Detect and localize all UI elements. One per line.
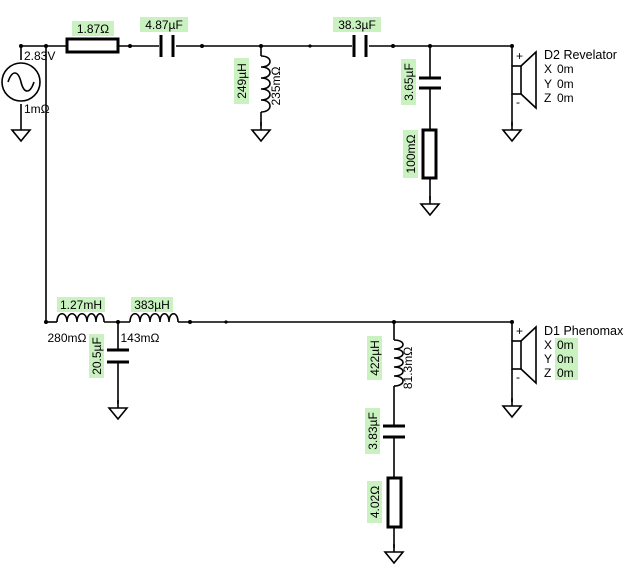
upper-series-cap-1-label: 4.87µF: [145, 18, 183, 32]
upper-shunt-inductor-dcr-label: 235mΩ: [269, 66, 283, 105]
upper-series-cap-2-label: 38.3µF: [338, 18, 376, 32]
upper-shunt-inductor[interactable]: 249µH 235mΩ: [234, 55, 283, 142]
notch-inductor-dcr-label: 81.3mΩ: [401, 347, 415, 389]
notch-resistor-label: 4.02Ω: [368, 486, 382, 518]
speaker-d2-y-value: 0m: [557, 77, 574, 91]
junction-dots: [19, 44, 514, 324]
upper-series-capacitor-1[interactable]: 4.87µF: [140, 17, 188, 57]
upper-series-resistor-label: 1.87Ω: [77, 22, 109, 36]
speaker-d2-z-value: 0m: [557, 91, 574, 105]
speaker-d1-plus: +: [516, 324, 523, 338]
notch-inductor[interactable]: 422µH 81.3mΩ: [367, 336, 415, 389]
speaker-d1-y-value: 0m: [557, 352, 574, 366]
speaker-d2-name: D2 Revelator: [544, 48, 617, 62]
notch-capacitor[interactable]: 3.83µF: [365, 408, 405, 454]
lower-shunt-capacitor[interactable]: 20.5µF: [89, 334, 129, 420]
notch-inductor-label: 422µH: [368, 340, 382, 376]
lower-shunt-cap-label: 20.5µF: [90, 337, 104, 375]
speaker-d2[interactable]: + - D2 Revelator X 0m Y 0m Z 0m: [502, 48, 617, 142]
speaker-d2-x-value: 0m: [557, 62, 574, 76]
upper-shunt-inductor-label: 249µH: [235, 63, 249, 99]
lower-series-inductor-1-label: 1.27mH: [60, 298, 102, 312]
upper-shunt-cap-label: 3.65µF: [402, 63, 416, 101]
speaker-d2-x-label: X: [544, 62, 552, 76]
lower-series-inductor-1[interactable]: 1.27mH 280mΩ: [48, 297, 106, 345]
speaker-d1-x-label: X: [544, 338, 552, 352]
notch-cap-label: 3.83µF: [366, 412, 380, 450]
lower-series-inductor-2-dcr-label: 143mΩ: [121, 331, 160, 345]
speaker-d1[interactable]: + - D1 Phenomax X 0m Y 0m Z 0m: [502, 324, 624, 418]
speaker-d2-plus: +: [516, 49, 523, 63]
speaker-d1-name: D1 Phenomax: [544, 324, 624, 338]
source-impedance-label: 1mΩ: [24, 102, 50, 116]
speaker-d1-z-value: 0m: [557, 366, 574, 380]
speaker-d2-z-label: Z: [544, 91, 551, 105]
lower-series-inductor-2[interactable]: 383µH 143mΩ: [121, 297, 179, 345]
upper-series-resistor[interactable]: 1.87Ω: [65, 21, 120, 54]
speaker-d1-z-label: Z: [544, 366, 551, 380]
upper-shunt-capacitor[interactable]: 3.65µF: [401, 59, 441, 105]
speaker-d1-y-label: Y: [544, 352, 552, 366]
upper-series-capacitor-2[interactable]: 38.3µF: [333, 17, 381, 57]
notch-resistor[interactable]: 4.02Ω: [367, 476, 404, 564]
voltage-source[interactable]: 2.83V 1mΩ: [1, 49, 55, 142]
lower-series-inductor-2-label: 383µH: [134, 298, 170, 312]
source-voltage-label: 2.83V: [24, 49, 55, 63]
speaker-d1-x-value: 0m: [557, 338, 574, 352]
upper-shunt-resistor-label: 100mΩ: [404, 134, 418, 173]
speaker-d2-y-label: Y: [544, 77, 552, 91]
speaker-d2-minus: -: [516, 95, 520, 109]
speaker-d1-minus: -: [516, 370, 520, 384]
upper-shunt-resistor[interactable]: 100mΩ: [403, 128, 440, 216]
lower-series-inductor-1-dcr-label: 280mΩ: [48, 331, 87, 345]
